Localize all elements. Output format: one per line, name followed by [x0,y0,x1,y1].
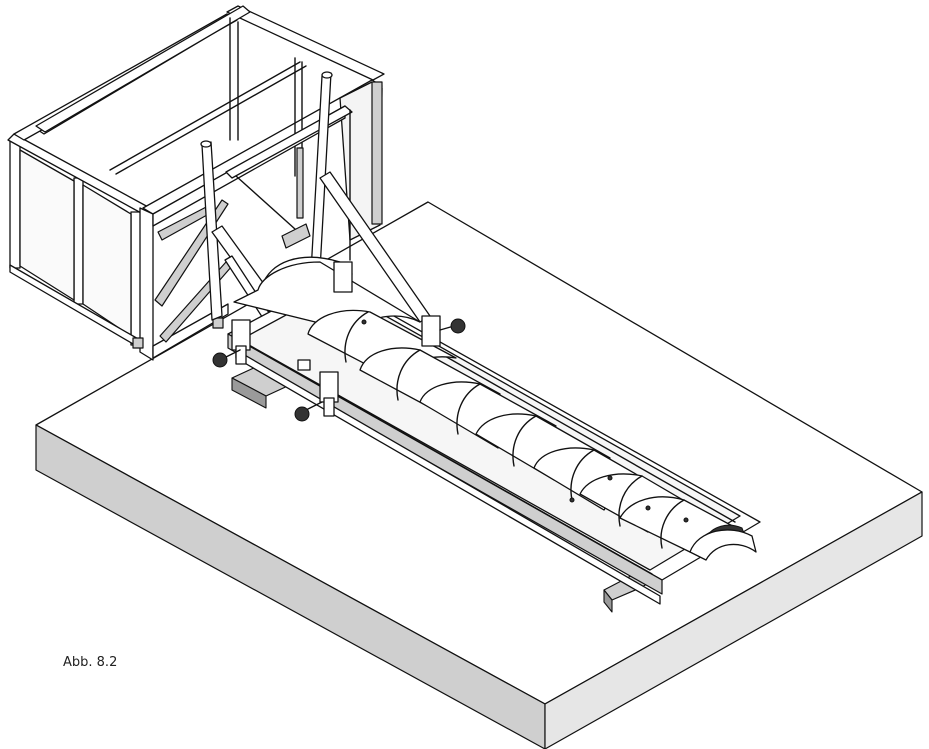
figure-caption: Abb. 8.2 [63,655,118,670]
handwheels [212,318,466,422]
shell-segments [233,256,757,561]
clamps [231,261,441,417]
shell-bolts [361,319,689,523]
